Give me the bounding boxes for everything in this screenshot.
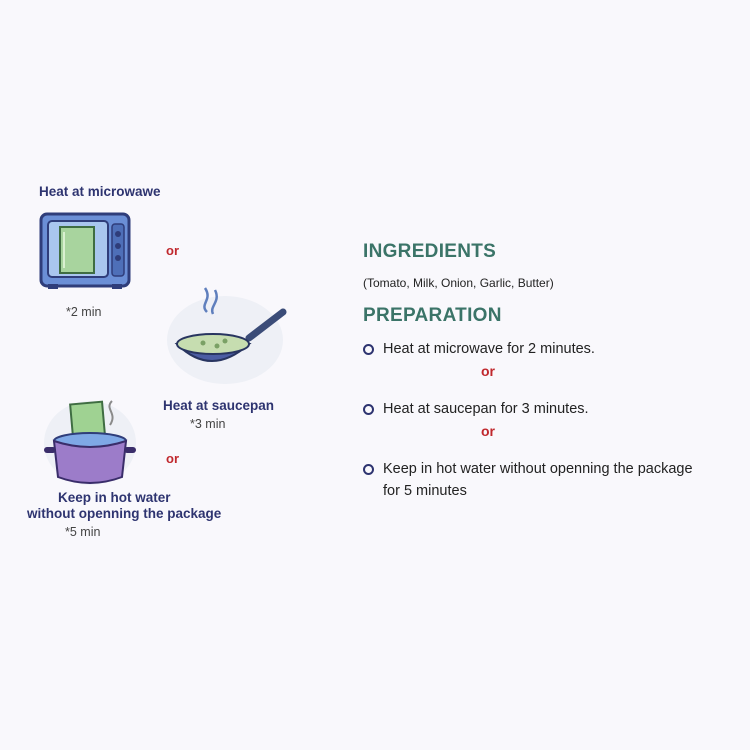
microwave-time: *2 min xyxy=(66,305,102,319)
bullet-icon xyxy=(363,404,374,415)
or-separator-a: or xyxy=(481,363,495,379)
microwave-label: Heat at microwawe xyxy=(39,184,161,199)
hotwater-time: *5 min xyxy=(65,525,101,539)
preparation-step-3: Keep in hot water without openning the p… xyxy=(363,458,733,502)
or-separator-b: or xyxy=(481,423,495,439)
preparation-heading: PREPARATION xyxy=(363,305,502,326)
preparation-step-2: Heat at saucepan for 3 minutes. xyxy=(363,398,723,420)
ingredients-heading: INGREDIENTS xyxy=(363,241,497,262)
pot-with-package-icon xyxy=(44,400,136,485)
saucepan-time: *3 min xyxy=(190,417,226,431)
hotwater-label-line2: without openning the package xyxy=(27,506,222,521)
or-separator-2: or xyxy=(166,451,179,466)
preparation-step-1: Heat at microwave for 2 minutes. xyxy=(363,338,723,360)
bullet-icon xyxy=(363,344,374,355)
frying-pan-icon xyxy=(167,287,287,384)
ingredients-list: (Tomato, Milk, Onion, Garlic, Butter) xyxy=(363,276,554,290)
bullet-icon xyxy=(363,464,374,475)
hotwater-label-line1: Keep in hot water xyxy=(58,490,171,505)
or-separator-1: or xyxy=(166,243,179,258)
saucepan-label: Heat at saucepan xyxy=(163,398,275,413)
microwave-icon xyxy=(39,212,131,289)
